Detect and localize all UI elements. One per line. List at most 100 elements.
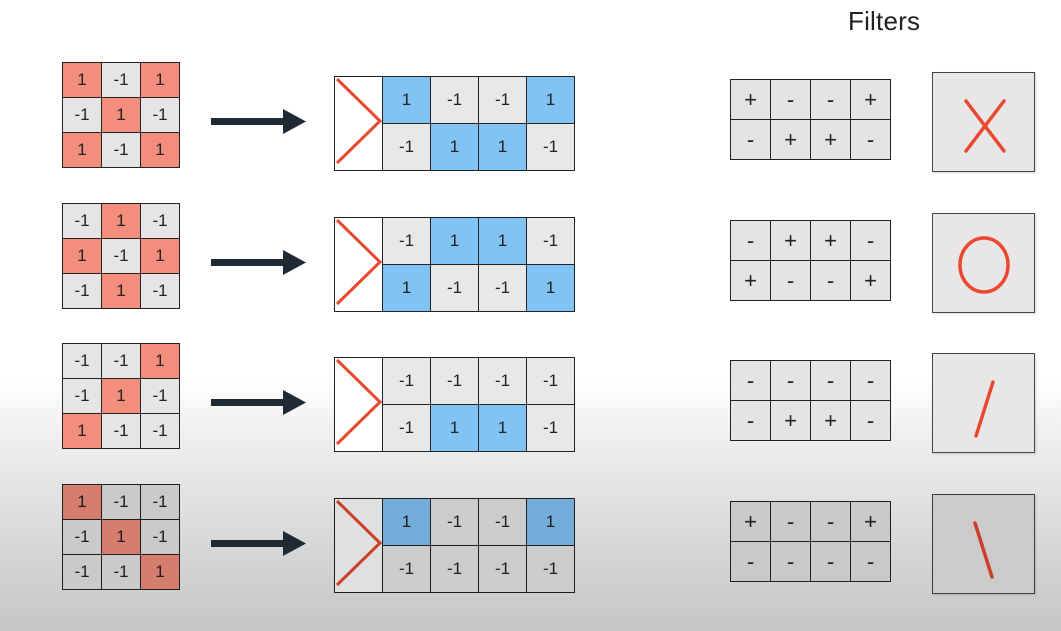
input-cell: 1 bbox=[62, 484, 102, 520]
filter-cell: + bbox=[770, 119, 811, 160]
input-cell: -1 bbox=[140, 413, 180, 449]
input-cell: -1 bbox=[62, 343, 102, 379]
symbol-glyph: \ bbox=[933, 495, 994, 579]
filter-cell: - bbox=[850, 119, 891, 160]
vector-cell: 1 bbox=[382, 76, 431, 124]
symbol-label: \ bbox=[933, 495, 934, 496]
vector-cell: -1 bbox=[478, 545, 527, 593]
filter-cell: + bbox=[810, 119, 851, 160]
input-cell: -1 bbox=[101, 554, 141, 590]
vector-cell: 1 bbox=[382, 498, 431, 546]
symbol-box: X bbox=[932, 72, 1035, 172]
right-arrow-icon bbox=[211, 531, 306, 556]
filter-cell: - bbox=[770, 360, 811, 401]
input-cell: -1 bbox=[62, 273, 102, 309]
filter-cell: - bbox=[770, 79, 811, 120]
input-cell: -1 bbox=[62, 203, 102, 239]
vector-cell: 1 bbox=[430, 404, 479, 452]
filter-grid: +--+-++- bbox=[730, 79, 891, 160]
input-cell: -1 bbox=[140, 203, 180, 239]
vector-cell: -1 bbox=[430, 545, 479, 593]
vector-cell: -1 bbox=[382, 545, 431, 593]
input-cell: 1 bbox=[101, 519, 141, 555]
filter-cell: - bbox=[810, 541, 851, 582]
chevron-icon bbox=[334, 76, 383, 171]
vector-cell: 1 bbox=[382, 264, 431, 312]
vector-cell: -1 bbox=[382, 217, 431, 265]
filter-cell: + bbox=[770, 400, 811, 441]
input-cell: 1 bbox=[140, 132, 180, 168]
vector-cell: -1 bbox=[430, 76, 479, 124]
input-cell: 1 bbox=[140, 62, 180, 98]
chevron-icon bbox=[334, 217, 383, 312]
filter-grid: -++-+--+ bbox=[730, 220, 891, 301]
vector-cell: 1 bbox=[526, 264, 575, 312]
filter-cell: - bbox=[770, 260, 811, 301]
vector-cell: -1 bbox=[478, 264, 527, 312]
input-cell: 1 bbox=[140, 554, 180, 590]
vector-cell: 1 bbox=[478, 217, 527, 265]
input-cell: 1 bbox=[101, 273, 141, 309]
symbol-label: O bbox=[933, 214, 934, 215]
filter-cell: + bbox=[810, 400, 851, 441]
chevron-icon bbox=[334, 357, 383, 452]
input-cell: 1 bbox=[62, 132, 102, 168]
input-cell: -1 bbox=[62, 378, 102, 414]
filter-cell: + bbox=[770, 220, 811, 261]
vector-cell: -1 bbox=[478, 357, 527, 405]
vector-cell: -1 bbox=[430, 498, 479, 546]
symbol-glyph: X bbox=[933, 73, 1006, 153]
filter-cell: - bbox=[850, 220, 891, 261]
vector-cell: -1 bbox=[382, 357, 431, 405]
input-cell: -1 bbox=[101, 484, 141, 520]
input-cell: -1 bbox=[101, 343, 141, 379]
right-arrow-icon bbox=[211, 390, 306, 415]
input-cell: -1 bbox=[101, 62, 141, 98]
filter-grid: +--+---- bbox=[730, 501, 891, 582]
filter-cell: - bbox=[810, 501, 851, 542]
filter-cell: - bbox=[850, 360, 891, 401]
filter-cell: + bbox=[730, 79, 771, 120]
input-cell: -1 bbox=[140, 273, 180, 309]
filter-cell: - bbox=[730, 220, 771, 261]
filter-cell: + bbox=[730, 501, 771, 542]
vector-cell: 1 bbox=[478, 404, 527, 452]
input-cell: -1 bbox=[101, 238, 141, 274]
filter-cell: + bbox=[850, 501, 891, 542]
vector-cell: -1 bbox=[526, 217, 575, 265]
input-cell: -1 bbox=[140, 378, 180, 414]
symbol-glyph: / bbox=[974, 380, 995, 438]
vector-cell: -1 bbox=[526, 545, 575, 593]
vector-cell: -1 bbox=[382, 404, 431, 452]
filter-cell: - bbox=[810, 79, 851, 120]
vector-cell: -1 bbox=[526, 123, 575, 171]
input-cell: -1 bbox=[62, 554, 102, 590]
symbol-label: X bbox=[933, 73, 934, 74]
filter-cell: + bbox=[850, 79, 891, 120]
filter-cell: - bbox=[850, 541, 891, 582]
vector-cell: 1 bbox=[526, 498, 575, 546]
filter-cell: - bbox=[730, 541, 771, 582]
input-cell: 1 bbox=[140, 343, 180, 379]
filter-cell: - bbox=[810, 260, 851, 301]
symbol-box: / bbox=[932, 353, 1035, 453]
filter-cell: - bbox=[730, 360, 771, 401]
input-cell: 1 bbox=[62, 238, 102, 274]
vector-cell: 1 bbox=[430, 217, 479, 265]
symbol-box: \ bbox=[932, 494, 1035, 594]
input-cell: -1 bbox=[101, 132, 141, 168]
chevron-icon bbox=[334, 498, 383, 593]
vector-cell: -1 bbox=[382, 123, 431, 171]
vector-cell: 1 bbox=[526, 76, 575, 124]
input-cell: 1 bbox=[101, 97, 141, 133]
filter-cell: + bbox=[850, 260, 891, 301]
input-cell: 1 bbox=[101, 203, 141, 239]
